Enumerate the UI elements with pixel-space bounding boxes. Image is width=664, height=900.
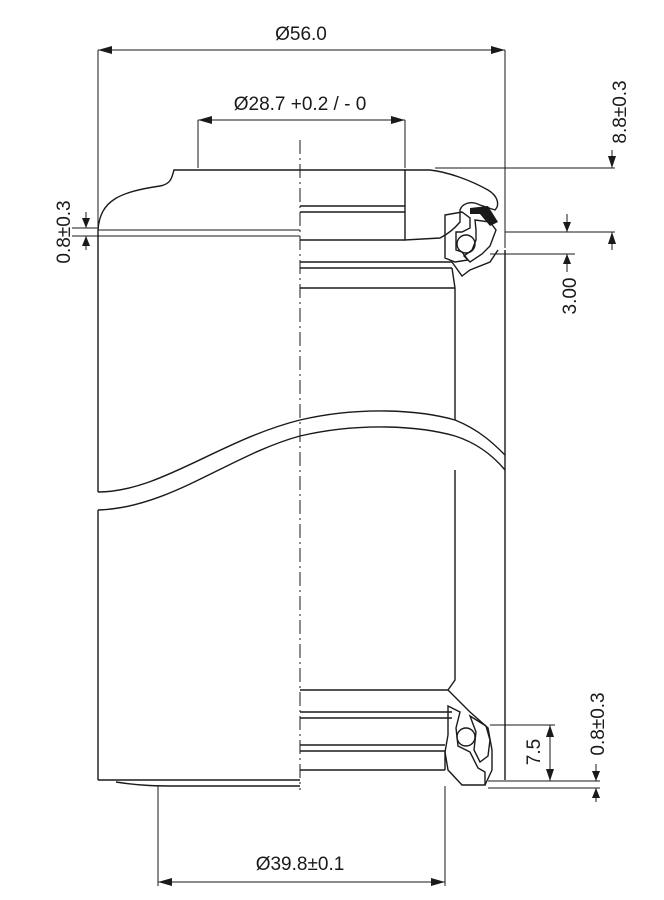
- dim-outer-diameter-label: Ø56.0: [275, 24, 327, 45]
- upper-cup: [300, 169, 499, 420]
- dim-bearing-offset: 3.00: [560, 214, 581, 314]
- head-tube-outline: [97, 169, 506, 787]
- dim-bottom-diameter-label: Ø39.8±0.1: [256, 854, 345, 875]
- upper-bearing-section: [444, 211, 471, 263]
- top-cap-section: [404, 169, 499, 241]
- dim-bottom-offset-label: 0.8±0.3: [588, 692, 609, 755]
- dim-inner-diameter: Ø28.7 +0.2 / - 0: [198, 94, 405, 124]
- dim-top-height-label: 8.8±0.3: [610, 80, 631, 143]
- lower-cup: [300, 470, 493, 786]
- extension-lines: [72, 50, 615, 886]
- dim-inner-diameter-label: Ø28.7 +0.2 / - 0: [234, 94, 367, 115]
- dim-bearing-offset-label: 3.00: [560, 278, 581, 315]
- dim-bottom-height-label: 7.5: [524, 739, 545, 765]
- dim-outer-diameter: Ø56.0: [98, 24, 505, 54]
- dim-bottom-diameter: Ø39.8±0.1: [158, 854, 445, 886]
- dim-bottom-height: 7.5: [524, 725, 554, 781]
- dim-top-height: 8.8±0.3: [608, 80, 631, 250]
- dim-bottom-offset: 0.8±0.3: [588, 692, 609, 802]
- dim-top-offset-label: 0.8±0.3: [54, 200, 75, 263]
- break-lines: [97, 410, 506, 511]
- dim-top-offset: 0.8±0.3: [54, 200, 90, 264]
